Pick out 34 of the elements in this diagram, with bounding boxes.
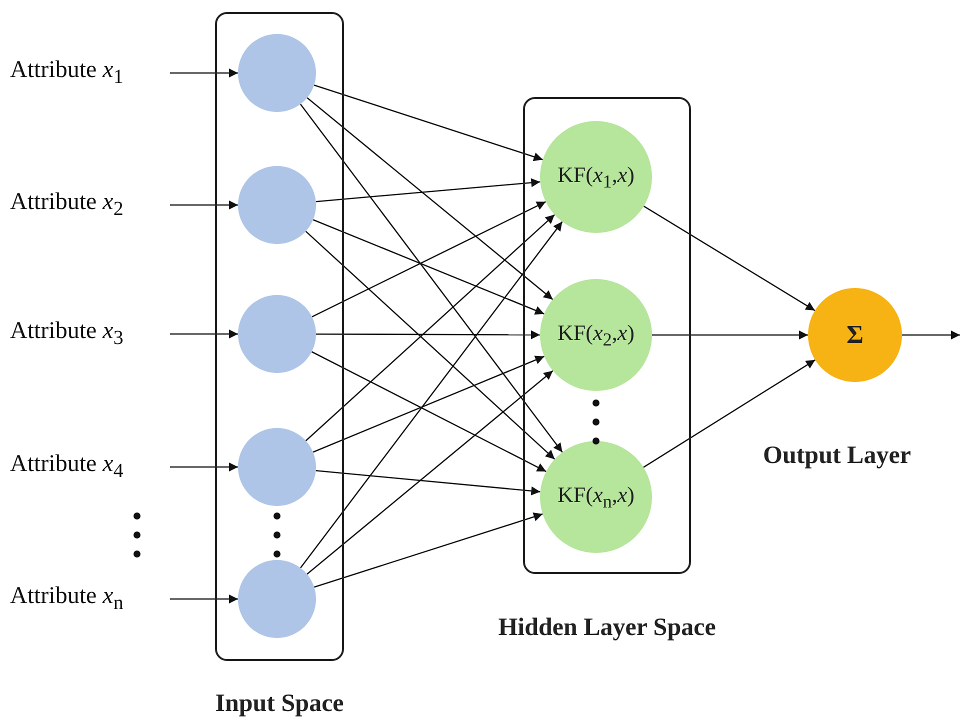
arrow	[306, 370, 554, 575]
arrow	[316, 330, 540, 340]
arrow	[170, 330, 238, 338]
arrow	[300, 221, 563, 568]
neuron-label: KF(x$_{2}$,x)	[558, 320, 634, 350]
panel-heading: Hidden Layer Space	[498, 614, 716, 642]
arrow	[312, 356, 544, 453]
arrow	[643, 206, 816, 312]
arrow	[170, 594, 238, 604]
arrow	[300, 104, 563, 453]
arrow	[170, 68, 238, 78]
attribute-label: Attribute x$_{1}$	[10, 53, 170, 93]
panel-heading: Input Space	[215, 690, 344, 718]
neuron-label: KF(x$_{n}$,x)	[558, 482, 634, 512]
arrow	[306, 97, 554, 300]
layer-caption: Output Layer	[763, 442, 911, 470]
neuron-label: KF(x$_{1}$,x)	[558, 162, 634, 192]
arrow	[312, 219, 544, 315]
arrow	[316, 178, 540, 202]
neuron-label: Σ	[846, 320, 864, 350]
attribute-label: Attribute x$_{2}$	[10, 185, 170, 225]
arrow	[314, 512, 543, 588]
arrow	[170, 200, 238, 210]
arrow	[316, 470, 540, 496]
arrow	[652, 330, 808, 340]
arrow	[314, 84, 543, 162]
arrow	[643, 359, 816, 468]
arrow	[312, 201, 546, 318]
attribute-label: Attribute x$_{3}$	[10, 314, 170, 354]
attribute-label: Attribute x$_{n}$	[10, 579, 170, 619]
attribute-label: Attribute x$_{4}$	[10, 447, 170, 487]
arrow	[311, 351, 546, 472]
arrow	[170, 462, 238, 472]
arrow	[902, 330, 960, 340]
